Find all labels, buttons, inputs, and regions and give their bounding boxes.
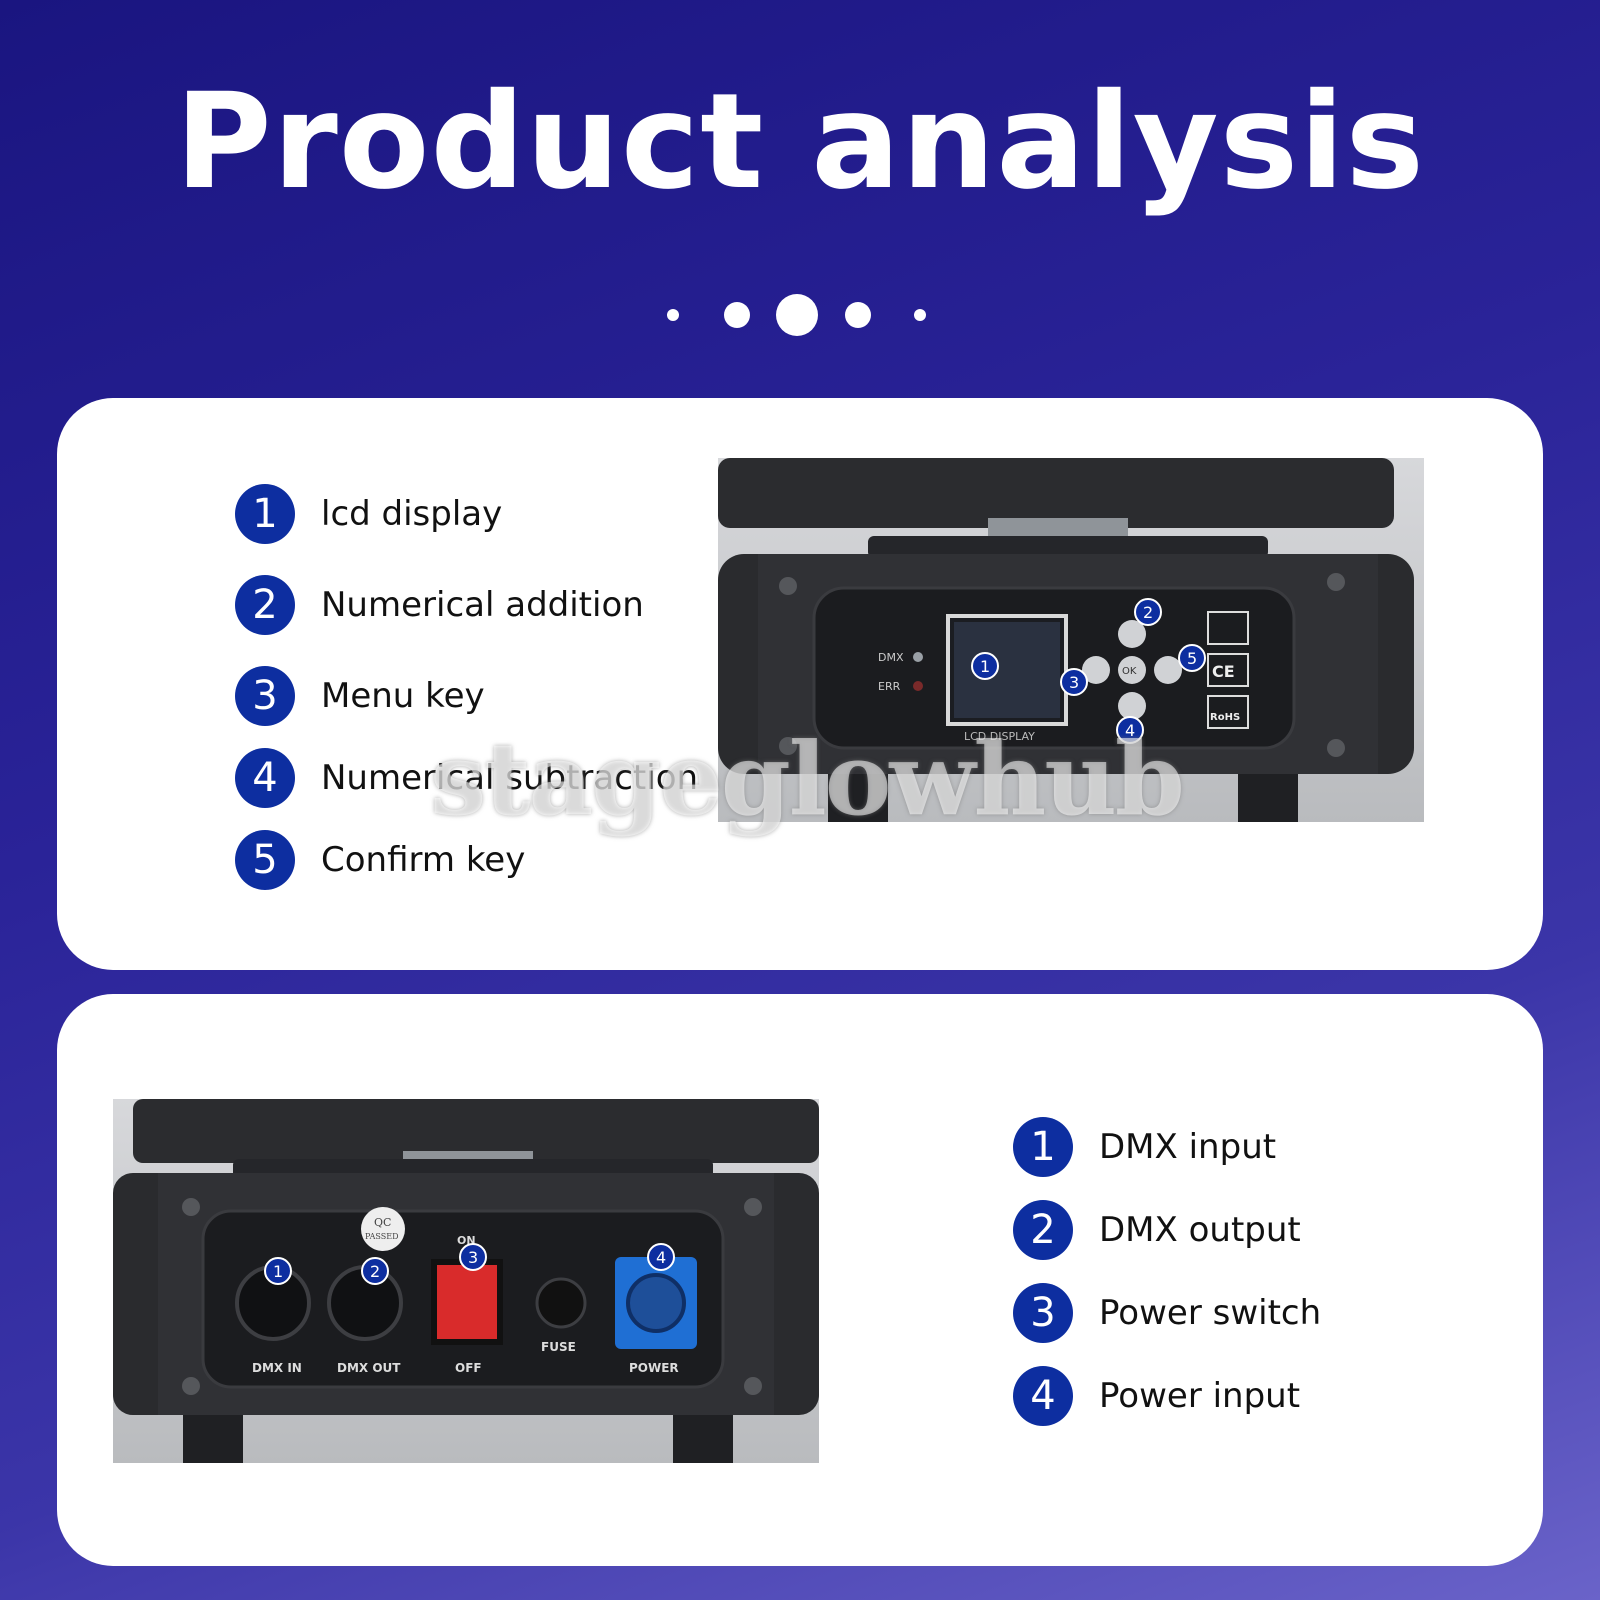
- number-badge: 3: [1013, 1283, 1073, 1343]
- number-badge: 2: [1013, 1200, 1073, 1260]
- number-badge: 5: [235, 830, 295, 890]
- dmx-out-label: DMX OUT: [337, 1361, 401, 1375]
- page-title: Product analysis: [174, 65, 1426, 219]
- number-badge: 4: [1013, 1366, 1073, 1426]
- legend-item: 1 DMX input: [1013, 1117, 1276, 1177]
- dmx-led-label: DMX: [878, 651, 904, 664]
- qc-passed-label: PASSED: [365, 1232, 399, 1241]
- connector-panel-photo: DMX IN DMX OUT QC PASSED ON OFF FUSE POW…: [113, 1099, 819, 1463]
- dot: [724, 302, 750, 328]
- marker: 2: [1143, 603, 1153, 622]
- legend-item: 3 Power switch: [1013, 1283, 1321, 1343]
- lcd-caption: LCD DISPLAY: [964, 730, 1035, 743]
- legend-item: 3 Menu key: [235, 666, 485, 726]
- number-badge: 4: [235, 748, 295, 808]
- pagination-dots: [0, 290, 1600, 340]
- legend-label: DMX output: [1099, 1210, 1301, 1250]
- watermark: stageglowhub: [430, 720, 1185, 838]
- legend-label: DMX input: [1099, 1127, 1277, 1167]
- legend-item: 4 Power input: [1013, 1366, 1300, 1426]
- marker: 4: [1125, 721, 1135, 740]
- control-panel-photo: DMX ERR LCD DISPLAY OK CE RoHS 1 2 3 4 5: [718, 458, 1424, 822]
- marker: 3: [468, 1248, 478, 1267]
- marker: 5: [1187, 649, 1197, 668]
- fuse-label: FUSE: [541, 1340, 576, 1354]
- number-badge: 2: [235, 575, 295, 635]
- legend-label: Power switch: [1099, 1293, 1322, 1333]
- marker: 1: [980, 657, 990, 676]
- ce-mark: CE: [1212, 662, 1235, 681]
- legend-item: 5 Confirm key: [235, 830, 525, 890]
- err-led-label: ERR: [878, 680, 901, 693]
- power-label: POWER: [629, 1361, 679, 1375]
- legend-label: Numerical addition: [321, 585, 644, 625]
- number-badge: 3: [235, 666, 295, 726]
- dmx-in-label: DMX IN: [252, 1361, 302, 1375]
- qc-sticker-label: QC: [374, 1216, 391, 1229]
- number-badge: 1: [235, 484, 295, 544]
- legend-item: 2 DMX output: [1013, 1200, 1301, 1260]
- dot: [667, 309, 679, 321]
- off-label: OFF: [455, 1361, 482, 1375]
- legend-label: lcd display: [321, 494, 503, 534]
- legend-item: 4 Numerical subtraction: [235, 748, 698, 808]
- dot: [914, 309, 926, 321]
- legend-item: 1 lcd display: [235, 484, 502, 544]
- legend-item: 2 Numerical addition: [235, 575, 644, 635]
- number-badge: 1: [1013, 1117, 1073, 1177]
- marker: 2: [370, 1262, 380, 1281]
- marker: 1: [273, 1262, 283, 1281]
- marker: 4: [656, 1248, 666, 1267]
- dot: [845, 302, 871, 328]
- legend-label: Power input: [1099, 1376, 1301, 1416]
- dot: [776, 294, 818, 336]
- legend-label: Numerical subtraction: [321, 758, 699, 798]
- legend-label: Menu key: [321, 676, 485, 716]
- rohs-mark: RoHS: [1210, 712, 1240, 723]
- marker: 3: [1069, 673, 1079, 692]
- ok-button-label: OK: [1122, 666, 1137, 677]
- legend-label: Confirm key: [321, 840, 526, 880]
